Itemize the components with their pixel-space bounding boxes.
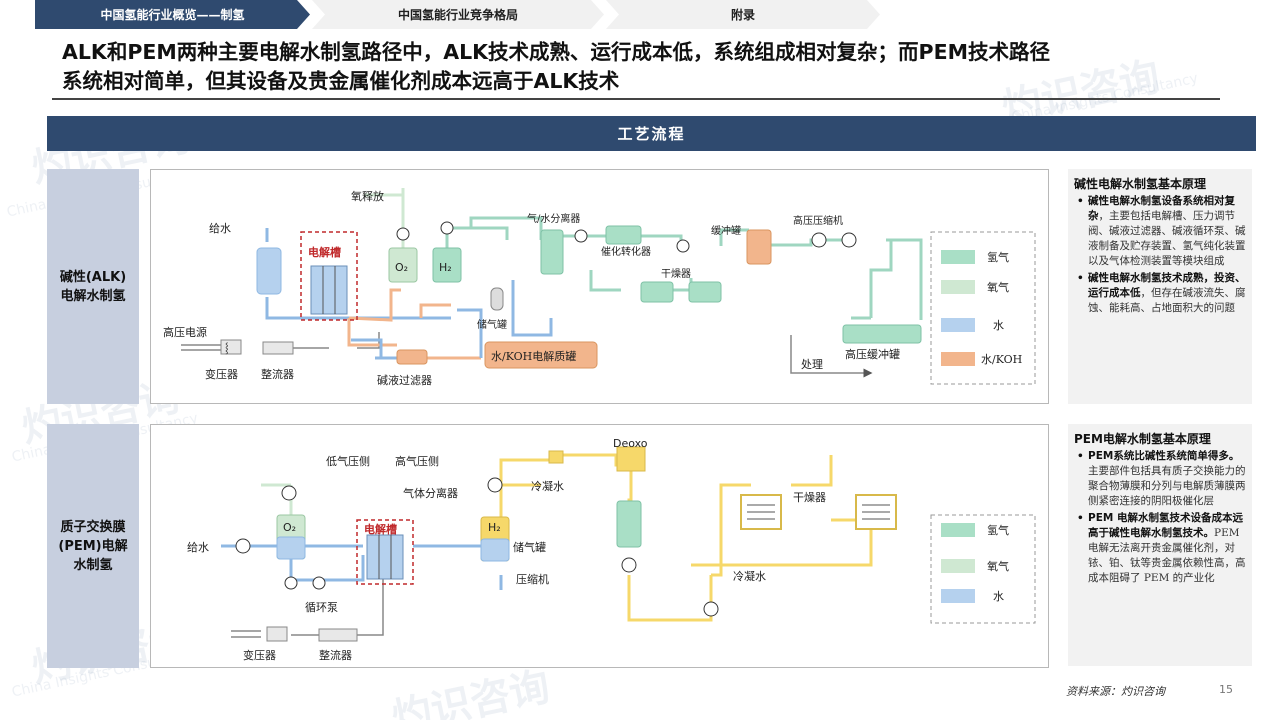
legend-swatch [941, 523, 975, 537]
legend-swatch [941, 352, 975, 366]
pem-notes-title: PEM电解水制氢基本原理 [1074, 432, 1211, 446]
page-title-line-1: ALK和PEM两种主要电解水制氢路径中，ALK技术成熟、运行成本低，系统组成相对… [62, 40, 1050, 64]
label-transformer: 变压器 [243, 648, 276, 662]
label-circulation-pump: 循环泵 [305, 601, 338, 614]
label-hp-compressor: 高压压缩机 [793, 214, 843, 227]
source-note: 资料来源：灼识咨询 [1066, 685, 1165, 698]
label-h2: H₂ [488, 521, 501, 534]
label-koh-tank: 水/KOH电解质罐 [491, 349, 576, 363]
pem-labels: 低气压侧 高气压侧 气体分离器 O₂ H₂ 电解槽 给水 循环泵 储气罐 压缩机… [187, 437, 826, 662]
legend-label: 氧气 [987, 559, 1009, 573]
label-water-feed: 给水 [187, 541, 209, 554]
legend-swatch [941, 559, 975, 573]
legend-label: 氢气 [987, 523, 1009, 537]
row-label-line: 碱性(ALK) [59, 269, 127, 285]
pem-process-diagram: 低气压侧 高气压侧 气体分离器 O₂ H₂ 电解槽 给水 循环泵 储气罐 压缩机… [150, 424, 1049, 668]
label-low-pressure-side: 低气压侧 [326, 454, 370, 468]
legend-swatch [941, 280, 975, 294]
label-high-pressure-side: 高气压侧 [395, 454, 439, 468]
row-label-line: 质子交换膜 [60, 519, 126, 535]
label-treatment: 处理 [801, 358, 823, 371]
legend-label: 氧气 [987, 280, 1009, 294]
note-text: 主要部件包括具有质子交换能力的聚合物薄膜和分列与电解质薄膜两侧紧密连接的阴阳极催… [1088, 465, 1246, 507]
label-condensate-1: 冷凝水 [531, 479, 564, 493]
label-o2: O₂ [283, 521, 296, 534]
label-condensate-2: 冷凝水 [733, 569, 766, 583]
label-gas-water-separator: 气/水分离器 [527, 212, 580, 225]
row-label-line: 水制氢 [73, 557, 113, 573]
row-label-pem: 质子交换膜 (PEM)电解 水制氢 [47, 424, 139, 668]
row-label-alk: 碱性(ALK) 电解水制氢 [47, 169, 139, 404]
alk-process-diagram: ⸾ 给水 氧释放 电解槽 O₂ H₂ 气/水分离器 催化转化器 缓冲罐 高压压缩… [150, 169, 1049, 404]
legend-swatch [941, 589, 975, 603]
alk-notes-panel: 碱性电解水制氢基本原理 碱性电解水制氢设备系统相对复杂，主要包括电解槽、压力调节… [1068, 169, 1252, 404]
pem-legend: 氢气 氧气 水 [930, 514, 1036, 624]
list-item: 碱性电解水制氢技术成熟，投资、运行成本低，但存在碱液流失、腐蚀、能耗高、占地面积… [1074, 271, 1246, 316]
label-o2: O₂ [395, 261, 408, 274]
page-title: ALK和PEM两种主要电解水制氢路径中，ALK技术成熟、运行成本低，系统组成相对… [62, 38, 1222, 96]
label-hp-buffer-tank: 高压缓冲罐 [845, 347, 900, 361]
label-gas-storage: 储气罐 [477, 318, 507, 331]
list-item: PEM 电解水制氢技术设备成本远高于碱性电解水制氢技术。PEM 电解无法离开贵金… [1074, 511, 1246, 586]
label-rectifier: 整流器 [319, 648, 352, 662]
note-emphasis: 碱性电解水制氢设备系统相对复杂 [1088, 195, 1235, 222]
note-text: PEM 电解无法离开贵金属催化剂，对铱、铂、钛等贵金属依赖性高，高成本阻碍了 P… [1088, 527, 1246, 584]
alk-pipes [181, 188, 923, 378]
note-emphasis: PEM系统比碱性系统简单得多。 [1088, 450, 1240, 462]
label-catalytic-converter: 催化转化器 [601, 245, 651, 258]
label-oxygen-release: 氧释放 [351, 189, 384, 203]
alk-diagram-svg: ⸾ 给水 氧释放 电解槽 O₂ H₂ 气/水分离器 催化转化器 缓冲罐 高压压缩… [163, 188, 1036, 387]
alk-notes-title: 碱性电解水制氢基本原理 [1074, 177, 1207, 191]
label-lye-filter: 碱液过滤器 [377, 373, 432, 387]
pem-components [235, 446, 897, 642]
note-emphasis: PEM 电解水制氢技术设备成本远高于碱性电解水制氢技术。 [1088, 512, 1243, 539]
label-deoxo: Deoxo [613, 437, 648, 450]
legend-label: 水 [993, 319, 1004, 332]
label-water-feed: 给水 [209, 222, 231, 235]
legend-swatch [941, 318, 975, 332]
legend-swatch [941, 250, 975, 264]
label-transformer: 变压器 [205, 367, 238, 381]
note-emphasis: 碱性电解水制氢技术成熟，投资、运行成本低 [1088, 272, 1246, 299]
tab-competition-landscape[interactable]: 中国氢能行业竞争格局 [312, 0, 604, 29]
row-label-line: (PEM)电解 [58, 538, 128, 554]
label-rectifier: 整流器 [261, 367, 294, 381]
section-banner: 工艺流程 [47, 116, 1256, 151]
svg-text:⸾: ⸾ [225, 342, 229, 355]
label-dryer: 干燥器 [661, 268, 691, 280]
pem-notes-panel: PEM电解水制氢基本原理 PEM系统比碱性系统简单得多。主要部件包括具有质子交换… [1068, 424, 1252, 666]
pem-diagram-svg: 低气压侧 高气压侧 气体分离器 O₂ H₂ 电解槽 给水 循环泵 储气罐 压缩机… [187, 437, 1036, 662]
label-h2: H₂ [439, 261, 452, 274]
legend-label: 水 [993, 590, 1004, 603]
tab-hydrogen-overview[interactable]: 中国氢能行业概览——制氢 [35, 0, 310, 29]
tab-bar: 中国氢能行业概览——制氢 中国氢能行业竞争格局 附录 [0, 0, 1280, 29]
label-buffer-tank: 缓冲罐 [711, 224, 741, 237]
label-electrolyzer: 电解槽 [308, 245, 341, 259]
label-electrolyzer: 电解槽 [364, 522, 397, 536]
alk-notes-list: 碱性电解水制氢设备系统相对复杂，主要包括电解槽、压力调节阀、碱液过滤器、碱液循环… [1074, 194, 1246, 316]
alk-components: ⸾ [220, 221, 922, 369]
page-number: 15 [1219, 683, 1233, 696]
label-compressor: 压缩机 [516, 572, 549, 586]
page-title-line-2: 系统相对简单，但其设备及贵金属催化剂成本远高于ALK技术 [62, 69, 620, 93]
alk-labels: 给水 氧释放 电解槽 O₂ H₂ 气/水分离器 催化转化器 缓冲罐 高压压缩机 … [163, 189, 900, 387]
alk-legend: 氢气 氧气 水 水/KOH [930, 231, 1036, 385]
tab-appendix[interactable]: 附录 [606, 0, 880, 29]
label-dryer: 干燥器 [793, 491, 826, 504]
row-label-line: 电解水制氢 [60, 288, 126, 304]
list-item: 碱性电解水制氢设备系统相对复杂，主要包括电解槽、压力调节阀、碱液过滤器、碱液循环… [1074, 194, 1246, 269]
note-text: ，但存在碱液流失、腐蚀、能耗高、占地面积大的问题 [1088, 287, 1246, 314]
note-text: ，主要包括电解槽、压力调节阀、碱液过滤器、碱液循环泵、碱液制备及贮存装置、氢气纯… [1088, 210, 1246, 267]
label-gas-storage: 储气罐 [513, 540, 546, 554]
pem-notes-list: PEM系统比碱性系统简单得多。主要部件包括具有质子交换能力的聚合物薄膜和分列与电… [1074, 449, 1246, 586]
label-gas-separator: 气体分离器 [403, 486, 458, 500]
title-divider [52, 98, 1220, 100]
label-hv-power: 高压电源 [163, 325, 207, 339]
list-item: PEM系统比碱性系统简单得多。主要部件包括具有质子交换能力的聚合物薄膜和分列与电… [1074, 449, 1246, 509]
legend-label: 水/KOH [981, 353, 1022, 366]
legend-label: 氢气 [987, 250, 1009, 264]
